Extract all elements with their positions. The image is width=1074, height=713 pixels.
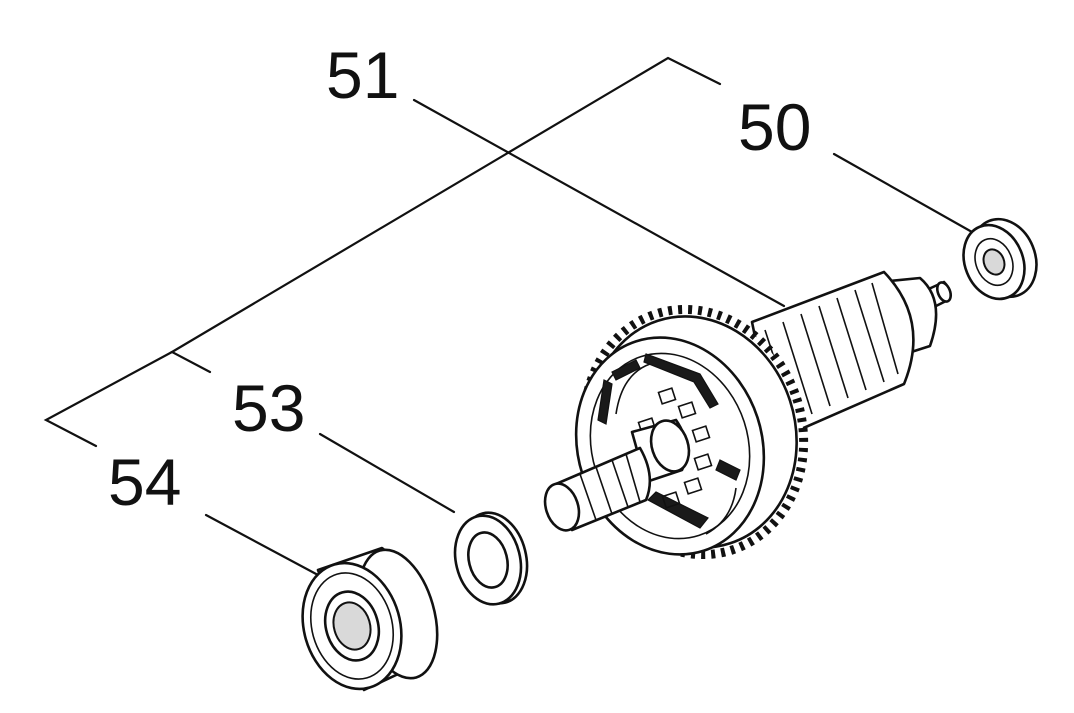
washer-part-53 [453,511,529,606]
callout-label-50: 50 [738,90,811,164]
callout-label-51: 51 [326,38,399,112]
armature-part-51 [543,270,953,560]
leader-line-53 [318,432,456,514]
leader-line-54 [204,513,320,577]
callout-label-53: 53 [232,371,305,445]
leader-bracket-54 [43,350,174,448]
callout-label-54: 54 [108,445,181,519]
small-bearing-part-50 [962,217,1038,301]
leader-lines [43,56,974,577]
leader-line-51 [412,98,786,308]
large-bearing-part-54 [301,546,439,692]
leader-bracket-53 [169,56,722,374]
leader-line-50 [832,152,974,234]
